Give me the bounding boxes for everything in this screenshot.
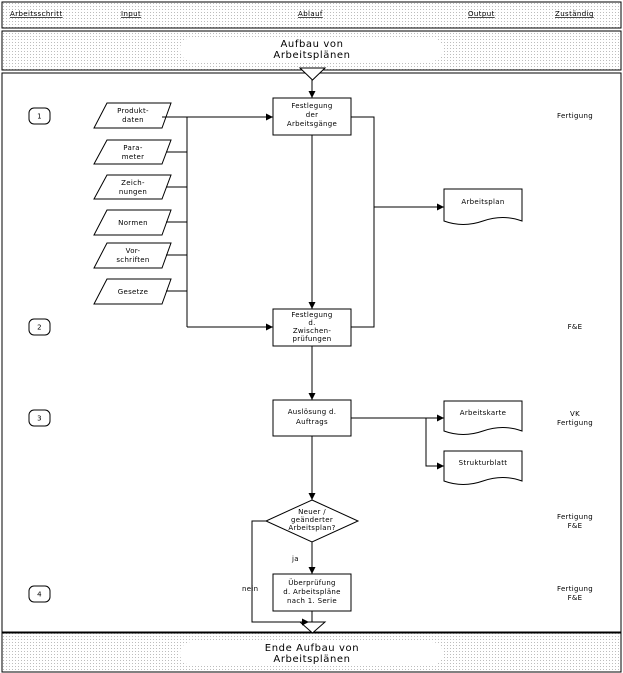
input-vorschriften	[93, 242, 172, 269]
input-parameter	[93, 139, 172, 165]
input-vorschriften-line-2: schriften	[116, 256, 149, 264]
end-terminal-line-1: Ende Aufbau von	[265, 643, 359, 654]
step-marker-2	[28, 318, 51, 336]
input-connectors	[162, 116, 188, 327]
output-arbeitskarte-label: Arbeitskarte	[460, 409, 507, 417]
process-p1-line-3: Arbeitsgänge	[287, 120, 337, 128]
start-terminal-line-1: Aufbau von	[280, 39, 343, 50]
step-marker-1	[28, 107, 51, 125]
responsible-2-line-1: F&E	[568, 323, 583, 331]
output-strukturblatt	[443, 450, 523, 485]
header-input: Input	[121, 10, 141, 18]
decision-line-1: Neuer /	[298, 508, 326, 516]
process-p2-line-3: Zwischen-	[293, 327, 332, 335]
process-ueberpruefung	[272, 573, 352, 612]
input-zeichnungen-line-2: nungen	[119, 188, 147, 196]
output-arbeitskarte	[443, 400, 523, 435]
input-produktdaten-line-1: Produkt-	[117, 107, 149, 115]
header-output: Output	[468, 10, 495, 18]
responsible-3-line-2: Fertigung	[557, 419, 593, 427]
decision-line-3: Arbeitsplan?	[288, 524, 335, 532]
process-p2-line-4: prüfungen	[293, 335, 332, 343]
header-bar	[1, 1, 622, 29]
responsible-5-line-2: F&E	[568, 594, 583, 602]
process-p3-line-2: Auftrags	[296, 418, 328, 426]
input-vorschriften-line-1: Vor-	[126, 247, 141, 255]
responsible-3-line-1: VK	[570, 410, 580, 418]
step-marker-4	[28, 585, 51, 603]
responsible-1-line-1: Fertigung	[557, 112, 593, 120]
process-festlegung-arbeitsgaenge	[272, 97, 352, 136]
step-label-2: 2	[37, 324, 42, 332]
input-normen	[93, 209, 172, 236]
step-label-1: 1	[37, 113, 42, 121]
input-produktdaten-line-2: daten	[122, 116, 144, 124]
label-yes: ja	[291, 555, 299, 563]
input-zeichnungen-line-1: Zeich-	[121, 179, 145, 187]
input-gesetze	[93, 278, 172, 305]
header-step: Arbeitsschritt	[10, 10, 63, 18]
arrow-to-strukturblatt	[425, 418, 444, 470]
output-strukturblatt-label: Strukturblatt	[459, 459, 508, 467]
process-p4-line-3: nach 1. Serie	[287, 597, 337, 605]
step-label-4: 4	[37, 591, 42, 599]
start-terminal-line-2: Arbeitsplänen	[273, 50, 350, 61]
output-arbeitsplan	[443, 188, 523, 225]
responsible-4-line-1: Fertigung	[557, 513, 593, 521]
process-p3-line-1: Auslösung d.	[288, 408, 337, 416]
start-terminal	[180, 38, 443, 61]
input-parameter-line-1: Para-	[123, 144, 143, 152]
end-terminal-line-2: Arbeitsplänen	[273, 654, 350, 665]
input-zeichnungen	[93, 174, 172, 200]
input-produktdaten	[93, 102, 172, 129]
process-p2-line-1: Festlegung	[291, 311, 332, 319]
process-p2-line-2: d.	[308, 319, 315, 327]
input-gesetze-line-1: Gesetze	[118, 288, 149, 296]
input-parameter-line-2: meter	[122, 153, 145, 161]
arrow-decision-no-to-end	[251, 520, 309, 626]
process-p1-line-1: Festlegung	[291, 102, 332, 110]
output-arbeitsplan-label: Arbeitsplan	[461, 198, 504, 206]
process-p4-line-2: d. Arbeitspläne	[283, 588, 341, 596]
process-p1-line-2: der	[306, 111, 319, 119]
header-responsible: Zuständig	[555, 10, 594, 18]
process-p4-line-1: Überprüfung	[288, 578, 336, 587]
responsible-4-line-2: F&E	[568, 522, 583, 530]
end-terminal	[180, 642, 443, 665]
step-marker-3	[28, 409, 51, 427]
connector-p1-p2-right	[351, 116, 375, 328]
step-label-3: 3	[37, 415, 42, 423]
header-process: Ablauf	[298, 10, 323, 18]
decision-line-2: geänderter	[291, 516, 333, 524]
input-normen-line-1: Normen	[118, 219, 148, 227]
label-no: nein	[242, 585, 258, 593]
start-connector	[298, 67, 327, 81]
responsible-5-line-1: Fertigung	[557, 585, 593, 593]
